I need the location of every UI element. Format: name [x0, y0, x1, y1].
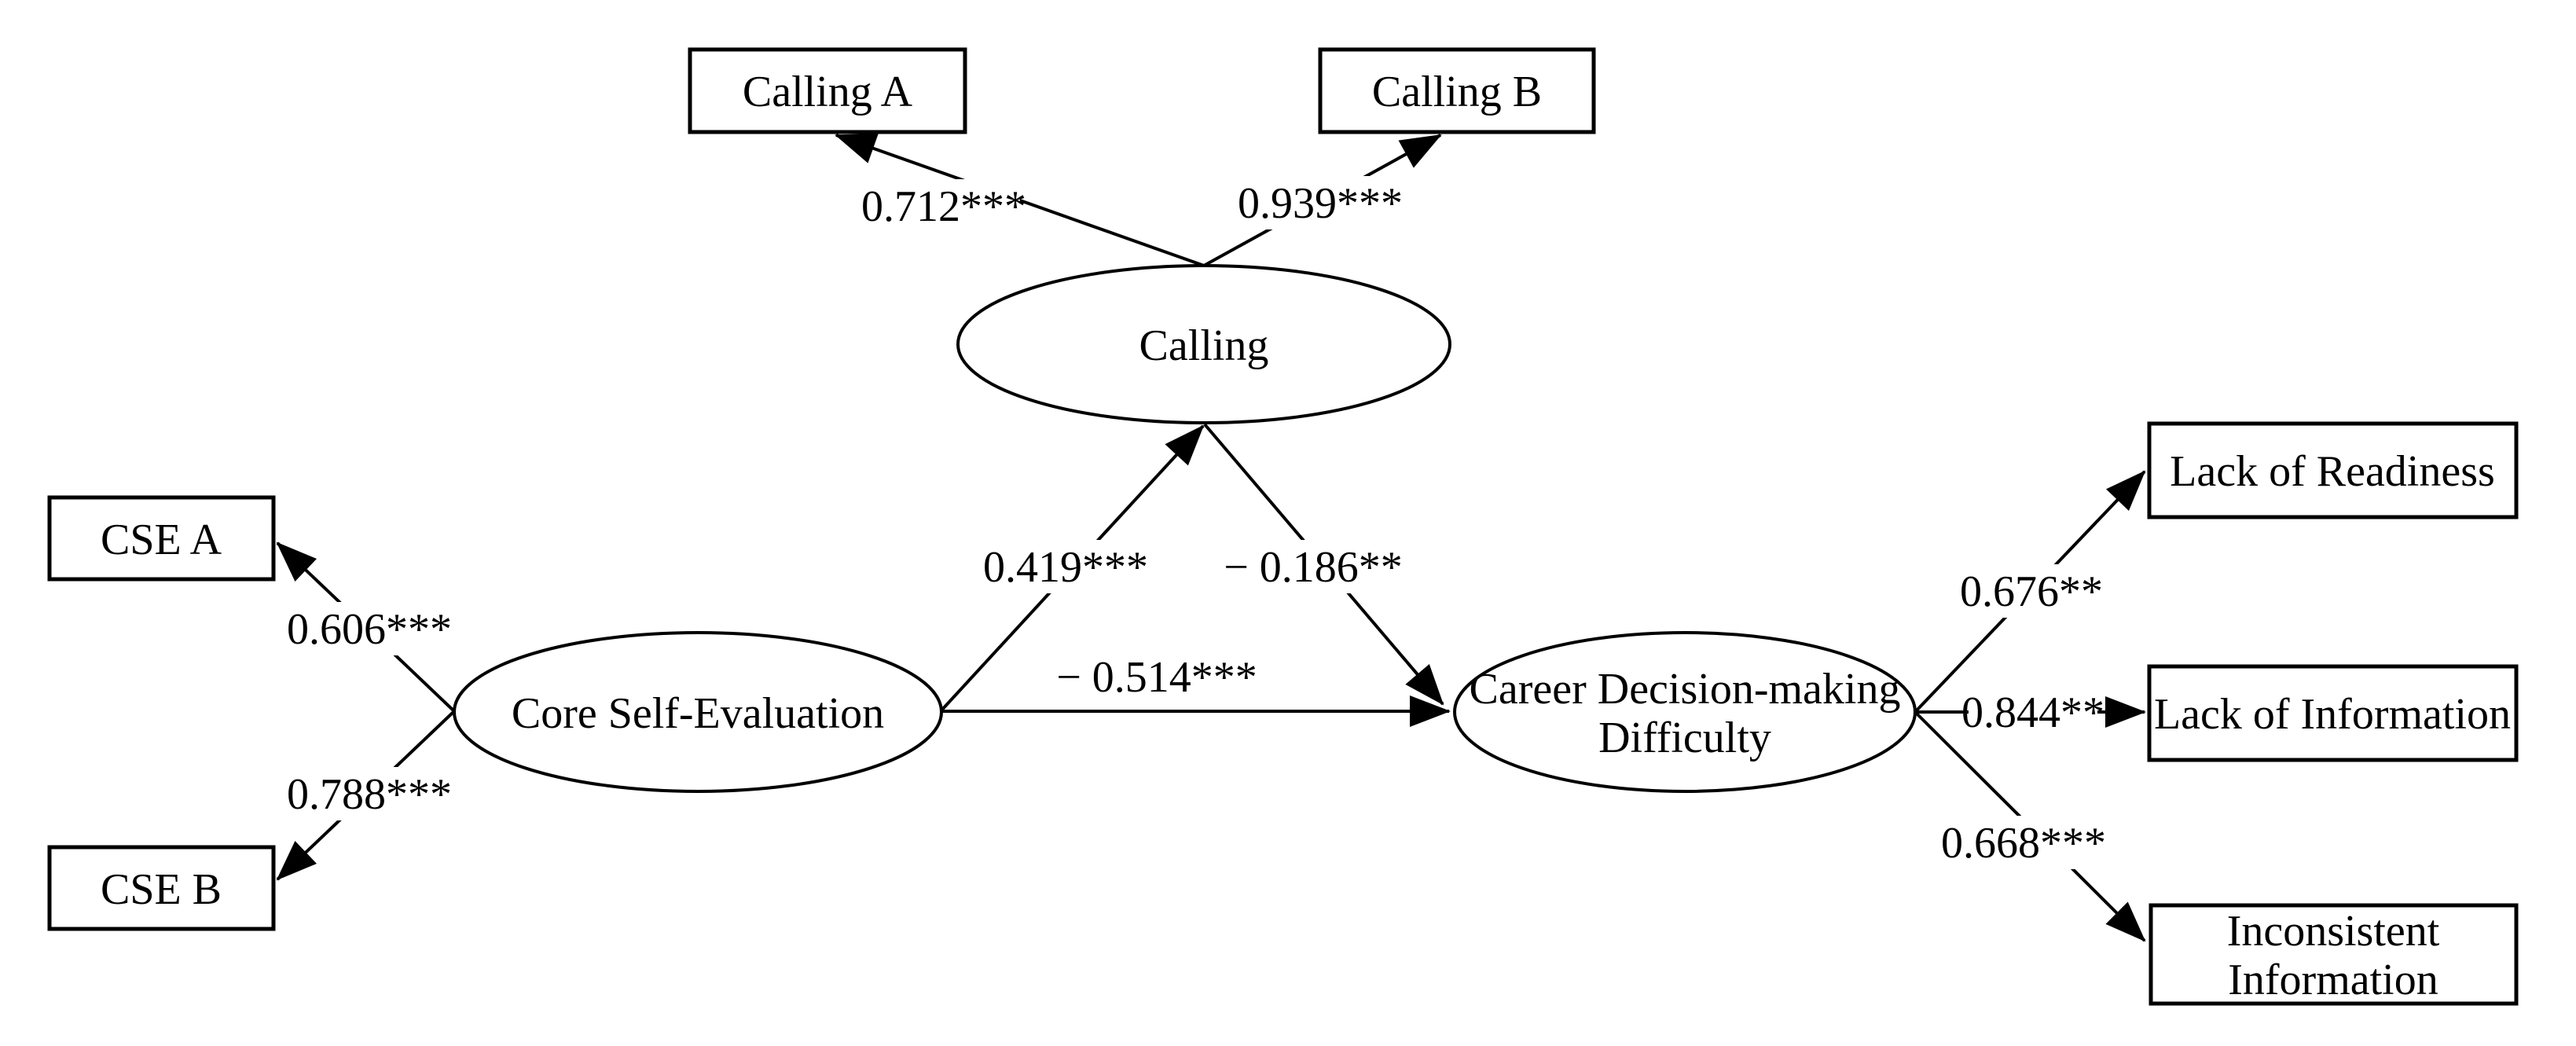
latent-cdd-ellipse — [1453, 631, 1917, 793]
latent-calling-label: Calling — [1139, 321, 1269, 370]
coef-bg-676 — [1967, 564, 2096, 618]
latent-variable-group: Calling Core Self-Evaluation Career Deci… — [453, 264, 1917, 793]
coefficient-calling-to-calling-a: 0.712*** — [861, 182, 1026, 231]
indicator-cse-b-box — [47, 845, 276, 931]
indicator-calling-a-label: Calling A — [743, 68, 913, 116]
coefficient-label-group: 0.712*** 0.939*** 0.606*** 0.788*** 0.41… — [287, 176, 2106, 869]
indicator-cse-b-label: CSE B — [101, 865, 222, 914]
coef-bg-606 — [293, 602, 446, 655]
coefficient-cse-to-cdd: − 0.514*** — [1056, 653, 1257, 702]
indicator-lack-information-label: Lack of Information — [2154, 690, 2511, 739]
indicator-calling-b-label: Calling B — [1372, 68, 1542, 116]
latent-cdd-label-line2: Difficulty — [1598, 714, 1771, 762]
indicator-cse-a-box — [47, 495, 276, 582]
coefficient-cse-to-cse-a: 0.606*** — [287, 605, 452, 654]
latent-cdd-label-line1: Career Decision-making — [1470, 665, 1901, 714]
coef-bg-514 — [1059, 650, 1255, 703]
indicator-cse-a-label: CSE A — [101, 516, 222, 564]
coef-bg-844 — [1969, 685, 2097, 739]
coef-bg-186 — [1231, 540, 1396, 593]
coef-bg-939 — [1244, 176, 1396, 229]
coefficient-cse-to-calling: 0.419*** — [983, 543, 1148, 592]
indicator-calling-a-box — [688, 47, 967, 134]
coefficient-cse-to-cse-b: 0.788*** — [287, 770, 452, 819]
latent-cse-label: Core Self-Evaluation — [512, 689, 884, 738]
coefficient-calling-to-calling-b: 0.939*** — [1238, 179, 1403, 228]
latent-calling-ellipse — [956, 264, 1451, 424]
indicator-lack-information-box — [2147, 664, 2519, 762]
coef-bg-788 — [293, 767, 446, 820]
observed-variable-group: Calling A Calling B CSE A CSE B Lack of … — [47, 47, 2519, 1006]
indicator-lack-readiness-box — [2147, 421, 2519, 519]
indicator-lack-readiness-label: Lack of Readiness — [2170, 447, 2495, 496]
coef-bg-419 — [989, 540, 1142, 593]
indicator-inconsistent-information-label-line1: Inconsistent — [2227, 907, 2440, 956]
coefficient-cdd-to-lack-information: 0.844** — [1961, 688, 2104, 737]
indicator-inconsistent-information-label-line2: Information — [2228, 956, 2438, 1004]
coefficient-cdd-to-lack-readiness: 0.676** — [1960, 567, 2103, 616]
path-group — [276, 133, 2146, 942]
indicator-inconsistent-information-box — [2149, 903, 2519, 1006]
coefficient-cdd-to-inconsistent: 0.668*** — [1941, 819, 2106, 868]
coefficient-calling-to-cdd: − 0.186** — [1224, 543, 1403, 592]
latent-cse-ellipse — [453, 631, 943, 793]
coef-bg-668 — [1951, 816, 2096, 869]
indicator-calling-b-box — [1318, 47, 1596, 134]
coef-bg-712 — [868, 179, 1020, 233]
